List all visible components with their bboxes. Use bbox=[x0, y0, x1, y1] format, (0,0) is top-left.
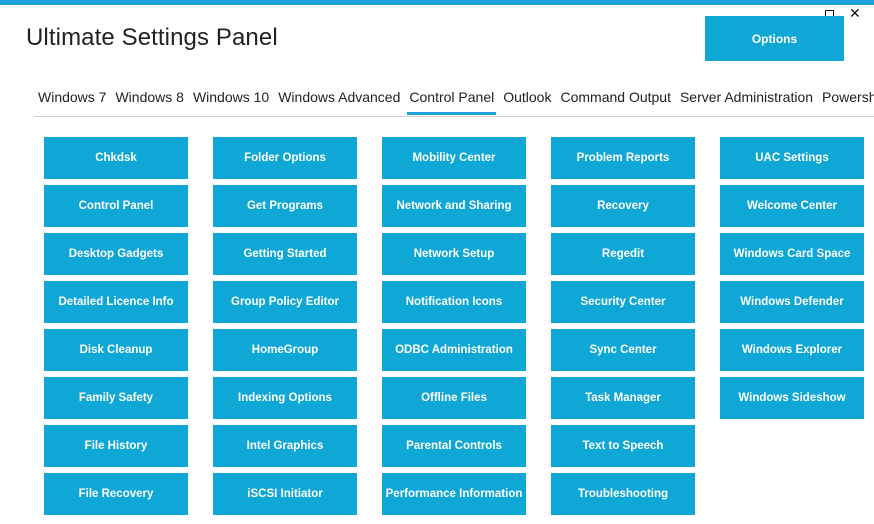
tile-sync-center-button[interactable]: Sync Center bbox=[551, 329, 695, 371]
tile-windows-defender-button[interactable]: Windows Defender bbox=[720, 281, 864, 323]
tab-powershell[interactable]: Powershell bbox=[822, 89, 874, 105]
tile-file-recovery-button[interactable]: File Recovery bbox=[44, 473, 188, 515]
tile-windows-explorer-button[interactable]: Windows Explorer bbox=[720, 329, 864, 371]
tile-offline-files-button[interactable]: Offline Files bbox=[382, 377, 526, 419]
tab-command-output[interactable]: Command Output bbox=[560, 89, 671, 105]
tile-file-history-button[interactable]: File History bbox=[44, 425, 188, 467]
tile-iscsi-initiator-button[interactable]: iSCSI Initiator bbox=[213, 473, 357, 515]
tab-server-administration[interactable]: Server Administration bbox=[679, 89, 814, 105]
app-title: Ultimate Settings Panel bbox=[26, 24, 278, 51]
tile-mobility-center-button[interactable]: Mobility Center bbox=[382, 137, 526, 179]
tab-windows-advanced[interactable]: Windows Advanced bbox=[278, 89, 401, 105]
tile-security-center-button[interactable]: Security Center bbox=[551, 281, 695, 323]
tile-getting-started-button[interactable]: Getting Started bbox=[213, 233, 357, 275]
tile-odbc-administration-button[interactable]: ODBC Administration bbox=[382, 329, 526, 371]
tile-text-to-speech-button[interactable]: Text to Speech bbox=[551, 425, 695, 467]
tile-detailed-licence-info-button[interactable]: Detailed Licence Info bbox=[44, 281, 188, 323]
tile-indexing-options-button[interactable]: Indexing Options bbox=[213, 377, 357, 419]
tile-intel-graphics-button[interactable]: Intel Graphics bbox=[213, 425, 357, 467]
close-icon[interactable]: ✕ bbox=[849, 5, 861, 21]
tile-network-setup-button[interactable]: Network Setup bbox=[382, 233, 526, 275]
tile-control-panel-button[interactable]: Control Panel bbox=[44, 185, 188, 227]
tile-task-manager-button[interactable]: Task Manager bbox=[551, 377, 695, 419]
tab-control-panel[interactable]: Control Panel bbox=[407, 89, 497, 115]
tab-divider bbox=[34, 116, 874, 117]
tile-network-and-sharing-button[interactable]: Network and Sharing bbox=[382, 185, 526, 227]
tile-windows-card-space-button[interactable]: Windows Card Space bbox=[720, 233, 864, 275]
tab-windows-10[interactable]: Windows 10 bbox=[192, 89, 270, 105]
tile-windows-sideshow-button[interactable]: Windows Sideshow bbox=[720, 377, 864, 419]
tile-performance-information-button[interactable]: Performance Information bbox=[382, 473, 526, 515]
title-bar-accent-stripe bbox=[0, 0, 874, 5]
tile-family-safety-button[interactable]: Family Safety bbox=[44, 377, 188, 419]
tile-problem-reports-button[interactable]: Problem Reports bbox=[551, 137, 695, 179]
tab-windows-8[interactable]: Windows 8 bbox=[115, 89, 184, 105]
category-tabs: Windows 7 Windows 8 Windows 10 Windows Adva… bbox=[36, 89, 874, 115]
tile-folder-options-button[interactable]: Folder Options bbox=[213, 137, 357, 179]
tile-regedit-button[interactable]: Regedit bbox=[551, 233, 695, 275]
tab-windows-7[interactable]: Windows 7 bbox=[38, 89, 107, 105]
tab-outlook[interactable]: Outlook bbox=[503, 89, 552, 105]
tile-desktop-gadgets-button[interactable]: Desktop Gadgets bbox=[44, 233, 188, 275]
tile-recovery-button[interactable]: Recovery bbox=[551, 185, 695, 227]
tile-disk-cleanup-button[interactable]: Disk Cleanup bbox=[44, 329, 188, 371]
tile-uac-settings-button[interactable]: UAC Settings bbox=[720, 137, 864, 179]
tile-get-programs-button[interactable]: Get Programs bbox=[213, 185, 357, 227]
tile-welcome-center-button[interactable]: Welcome Center bbox=[720, 185, 864, 227]
tile-chkdsk-button[interactable]: Chkdsk bbox=[44, 137, 188, 179]
tile-notification-icons-button[interactable]: Notification Icons bbox=[382, 281, 526, 323]
tile-group-policy-editor-button[interactable]: Group Policy Editor bbox=[213, 281, 357, 323]
tile-parental-controls-button[interactable]: Parental Controls bbox=[382, 425, 526, 467]
tile-homegroup-button[interactable]: HomeGroup bbox=[213, 329, 357, 371]
tile-troubleshooting-button[interactable]: Troubleshooting bbox=[551, 473, 695, 515]
options-button[interactable]: Options bbox=[705, 16, 844, 61]
